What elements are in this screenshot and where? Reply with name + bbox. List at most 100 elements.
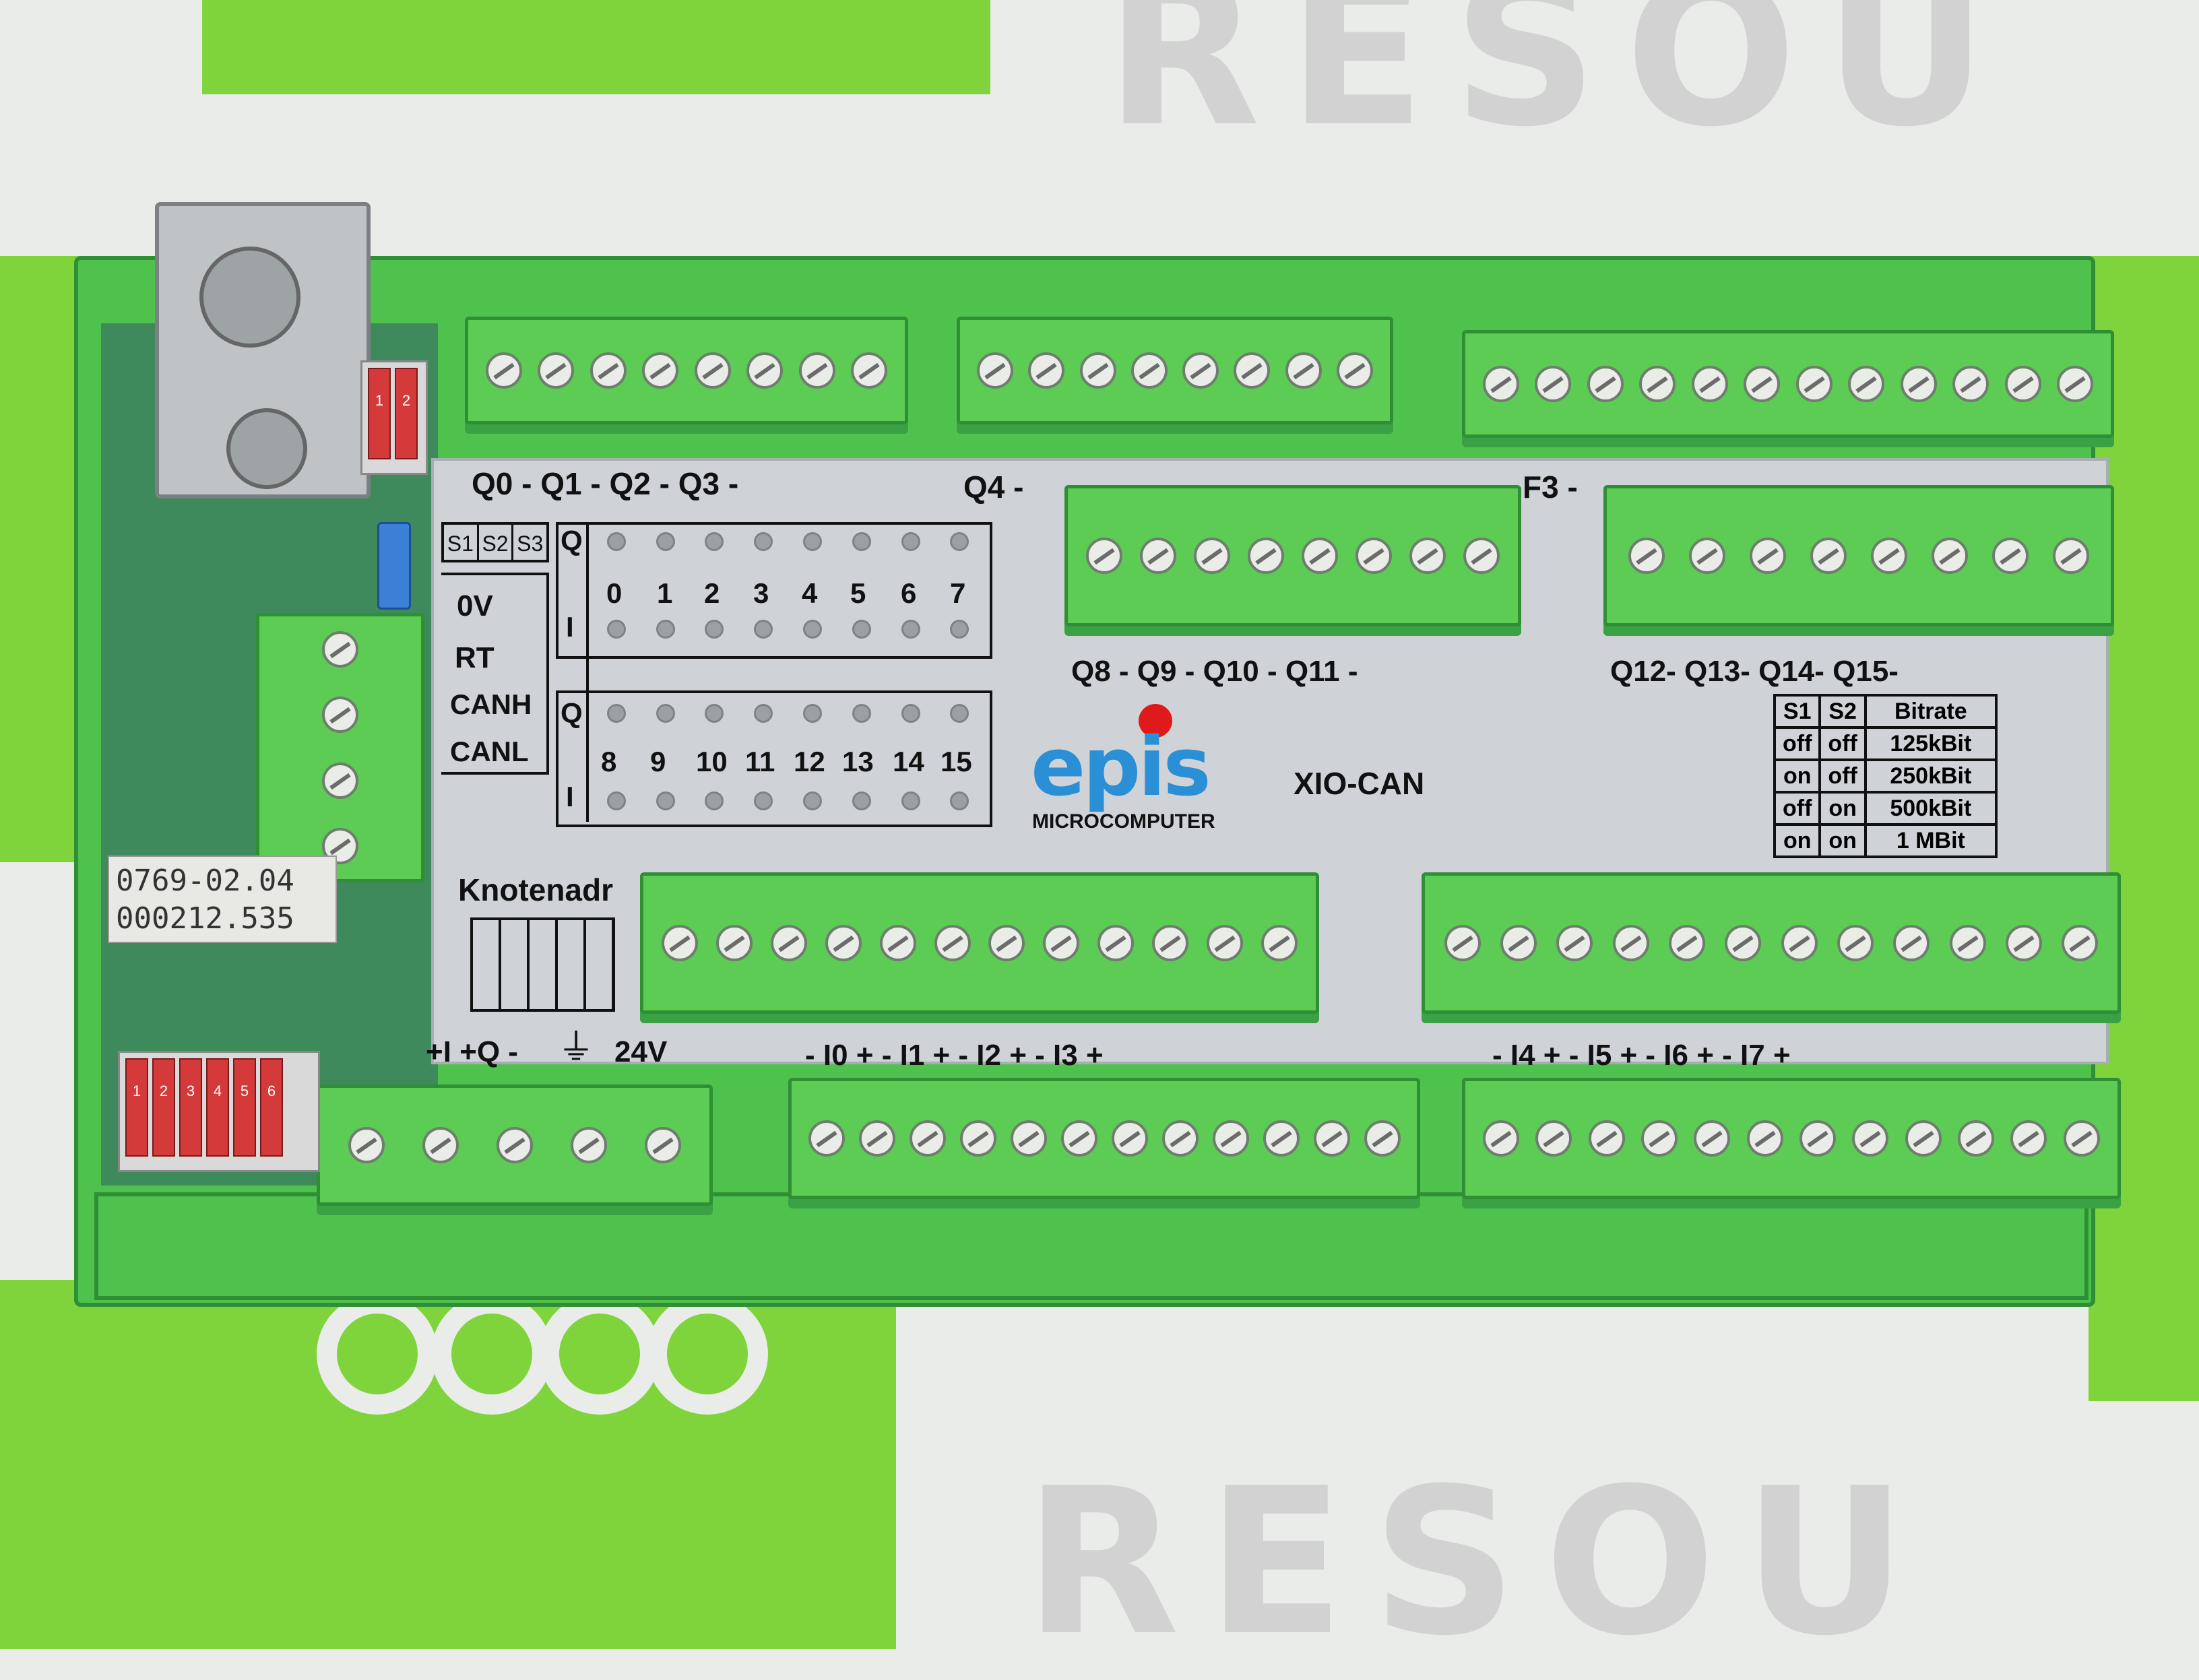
screw-terminal[interactable]	[645, 1127, 681, 1163]
dip-switch-lever[interactable]: 5	[233, 1058, 256, 1157]
screw-terminal[interactable]	[1628, 538, 1665, 574]
screw-terminal[interactable]	[1060, 1120, 1097, 1157]
screw-terminal[interactable]	[1535, 366, 1572, 402]
screw-terminal[interactable]	[1206, 925, 1243, 961]
screw-terminal[interactable]	[1958, 1120, 1995, 1157]
terminal-block-i-upper-right[interactable]	[1422, 872, 2121, 1014]
screw-terminal[interactable]	[858, 1120, 895, 1157]
screw-terminal[interactable]	[1161, 1120, 1199, 1157]
screw-terminal[interactable]	[1285, 352, 1322, 389]
screw-terminal[interactable]	[1364, 1120, 1401, 1157]
screw-terminal[interactable]	[1795, 366, 1832, 402]
screw-terminal[interactable]	[1837, 925, 1874, 961]
screw-terminal[interactable]	[1952, 366, 1989, 402]
screw-terminal[interactable]	[1639, 366, 1676, 402]
screw-terminal[interactable]	[2005, 925, 2042, 961]
screw-terminal[interactable]	[497, 1127, 533, 1163]
screw-terminal[interactable]	[1336, 352, 1373, 389]
screw-terminal[interactable]	[422, 1127, 459, 1163]
dip-switch-lever[interactable]: 6	[260, 1058, 283, 1157]
screw-terminal[interactable]	[716, 925, 753, 961]
screw-terminal[interactable]	[1182, 352, 1219, 389]
screw-terminal[interactable]	[2062, 925, 2099, 961]
terminal-block-q0-q3[interactable]	[465, 317, 908, 424]
screw-terminal[interactable]	[348, 1127, 385, 1163]
screw-terminal[interactable]	[1893, 925, 1930, 961]
dip-switch-lever[interactable]: 1	[368, 368, 391, 459]
screw-terminal[interactable]	[1111, 1120, 1148, 1157]
screw-terminal[interactable]	[1409, 538, 1446, 574]
screw-terminal[interactable]	[1079, 352, 1116, 389]
screw-terminal[interactable]	[1130, 352, 1168, 389]
screw-terminal[interactable]	[322, 697, 358, 734]
blue-trimmer[interactable]	[377, 522, 411, 610]
screw-terminal[interactable]	[571, 1127, 607, 1163]
screw-terminal[interactable]	[1949, 925, 1986, 961]
terminal-block-power[interactable]	[317, 1085, 713, 1206]
terminal-block-f[interactable]	[1462, 330, 2114, 438]
screw-terminal[interactable]	[1992, 538, 2029, 574]
screw-terminal[interactable]	[1641, 1120, 1678, 1157]
screw-terminal[interactable]	[1194, 538, 1230, 574]
screw-terminal[interactable]	[1750, 538, 1786, 574]
screw-terminal[interactable]	[1463, 538, 1500, 574]
screw-terminal[interactable]	[879, 925, 916, 961]
screw-terminal[interactable]	[2004, 366, 2041, 402]
screw-terminal[interactable]	[1871, 538, 1907, 574]
screw-terminal[interactable]	[1010, 1120, 1047, 1157]
screw-terminal[interactable]	[1694, 1120, 1731, 1157]
screw-terminal[interactable]	[662, 925, 699, 961]
screw-terminal[interactable]	[1725, 925, 1762, 961]
screw-terminal[interactable]	[851, 352, 888, 389]
screw-terminal[interactable]	[1691, 366, 1728, 402]
screw-terminal[interactable]	[1234, 352, 1271, 389]
screw-terminal[interactable]	[1810, 538, 1847, 574]
screw-terminal[interactable]	[1689, 538, 1725, 574]
screw-terminal[interactable]	[485, 352, 522, 389]
terminal-block-i4-i7[interactable]	[1462, 1078, 2121, 1199]
dip-switch-small[interactable]: 1 2	[360, 360, 428, 475]
dip-switch-lever[interactable]: 1	[125, 1058, 148, 1157]
screw-terminal[interactable]	[798, 352, 835, 389]
screw-terminal[interactable]	[1313, 1120, 1350, 1157]
terminal-block-i0-i3[interactable]	[788, 1078, 1420, 1199]
terminal-block-q8-q11[interactable]	[1064, 485, 1521, 626]
screw-terminal[interactable]	[934, 925, 971, 961]
screw-terminal[interactable]	[1668, 925, 1705, 961]
terminal-block-q12-q15[interactable]	[1603, 485, 2114, 626]
screw-terminal[interactable]	[1588, 1120, 1625, 1157]
screw-terminal[interactable]	[1900, 366, 1937, 402]
screw-terminal[interactable]	[694, 352, 731, 389]
screw-terminal[interactable]	[2057, 366, 2094, 402]
screw-terminal[interactable]	[1261, 925, 1298, 961]
screw-terminal[interactable]	[1587, 366, 1624, 402]
terminal-block-can[interactable]	[256, 613, 424, 882]
screw-terminal[interactable]	[322, 762, 358, 799]
screw-terminal[interactable]	[1086, 538, 1122, 574]
screw-terminal[interactable]	[746, 352, 784, 389]
dip-switch-node-address[interactable]: 1 2 3 4 5 6	[118, 1051, 320, 1172]
screw-terminal[interactable]	[1212, 1120, 1249, 1157]
screw-terminal[interactable]	[2063, 1120, 2100, 1157]
screw-terminal[interactable]	[808, 1120, 845, 1157]
screw-terminal[interactable]	[1097, 925, 1135, 961]
screw-terminal[interactable]	[1151, 925, 1188, 961]
screw-terminal[interactable]	[2053, 538, 2089, 574]
screw-terminal[interactable]	[1746, 1120, 1783, 1157]
dip-switch-lever[interactable]: 2	[152, 1058, 175, 1157]
screw-terminal[interactable]	[1932, 538, 1968, 574]
screw-terminal[interactable]	[1535, 1120, 1572, 1157]
screw-terminal[interactable]	[1140, 538, 1176, 574]
screw-terminal[interactable]	[1483, 1120, 1520, 1157]
dip-switch-lever[interactable]: 4	[206, 1058, 229, 1157]
terminal-block-i-upper-left[interactable]	[640, 872, 1319, 1014]
screw-terminal[interactable]	[1482, 366, 1519, 402]
screw-terminal[interactable]	[1043, 925, 1080, 961]
screw-terminal[interactable]	[977, 352, 1014, 389]
screw-terminal[interactable]	[1905, 1120, 1942, 1157]
screw-terminal[interactable]	[1500, 925, 1537, 961]
screw-terminal[interactable]	[642, 352, 679, 389]
screw-terminal[interactable]	[988, 925, 1025, 961]
screw-terminal[interactable]	[825, 925, 862, 961]
dip-switch-lever[interactable]: 2	[395, 368, 418, 459]
